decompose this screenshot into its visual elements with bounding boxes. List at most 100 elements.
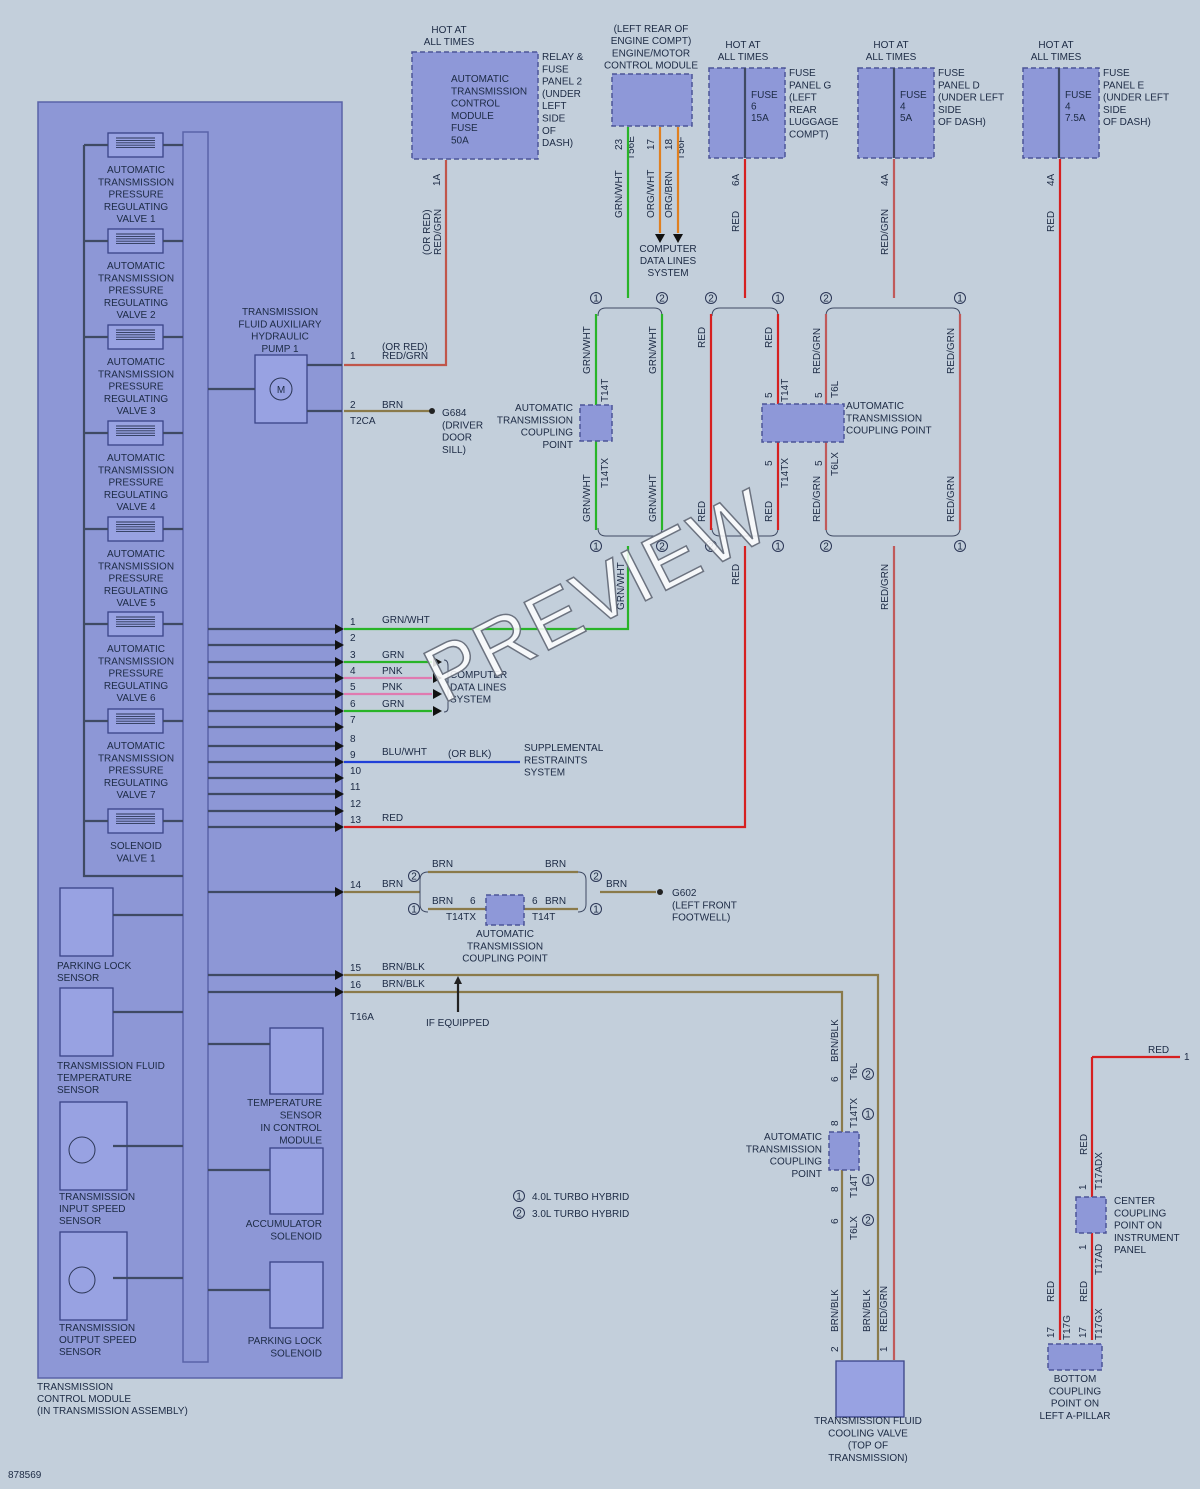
valve-label: PRESSURE xyxy=(108,478,163,489)
coupling-point-label: COUPLING xyxy=(770,1157,822,1168)
branch-wire-label: RED/GRN xyxy=(946,476,957,522)
fuse-panel-fuse_e xyxy=(1022,67,1100,159)
pump-feed-wire-label: RED/GRN xyxy=(382,351,428,362)
bottom-coupling-label: LEFT A-PILLAR xyxy=(1040,1411,1111,1422)
connector-t14t: T14T xyxy=(780,379,791,402)
valve-label: VALVE 4 xyxy=(116,502,156,513)
fuse-panel-label: FUSE xyxy=(1103,68,1130,79)
g684-label: (DRIVER xyxy=(442,420,483,431)
transmission-output-speed-sensor xyxy=(59,1231,128,1321)
tcm-pin-arrow xyxy=(335,773,344,783)
red-wire-label: RED xyxy=(731,564,742,585)
brn-label: BRN xyxy=(545,896,566,907)
output-speed-sensor-label: TRANSMISSION xyxy=(59,1323,135,1334)
option-marker-1 xyxy=(590,540,602,552)
connector-t14t: T14T xyxy=(849,1175,860,1198)
ecm-label: ENGINE COMPT) xyxy=(611,36,692,47)
hot-at-all-times: ALL TIMES xyxy=(1031,52,1082,63)
pin16-wire-label: BRN/BLK xyxy=(382,979,425,990)
fuse-output-pin: 4A xyxy=(1046,173,1057,186)
option-marker-2-num: 2 xyxy=(823,541,829,552)
valve-label: VALVE 1 xyxy=(116,214,156,225)
tcm-pin-16: 16 xyxy=(350,980,362,991)
option-marker-2-num: 2 xyxy=(708,293,714,304)
tcm-pin-2: 2 xyxy=(350,633,356,644)
tcm-pin-arrow xyxy=(335,689,344,699)
option-bracket xyxy=(597,527,663,537)
tcm-pin-arrow xyxy=(335,657,344,667)
tcm-label: TRANSMISSION xyxy=(37,1382,113,1393)
tcm-pin-7: 7 xyxy=(350,715,356,726)
branch-wire-label: GRN/WHT xyxy=(648,326,659,374)
ecm-label: (LEFT REAR OF xyxy=(614,24,689,35)
valve-label: TRANSMISSION xyxy=(98,369,174,380)
valve-label: PRESSURE xyxy=(108,766,163,777)
fuse-label: 15A xyxy=(751,113,769,124)
cds-dest-label: DATA LINES xyxy=(450,682,507,693)
ecm-wire-label: GRN/WHT xyxy=(614,170,625,218)
option-marker-2 xyxy=(590,870,602,882)
cds-dest-label: COMPUTER xyxy=(450,670,507,681)
option-marker-2 xyxy=(820,292,832,304)
hot-at-all-times: HOT AT xyxy=(1038,40,1073,51)
valve-label: TRANSMISSION xyxy=(98,273,174,284)
option-marker-1-num: 1 xyxy=(865,1175,871,1186)
pump-ground-wire-label: BRN xyxy=(382,400,403,411)
connector-t14tx: T14TX xyxy=(780,458,791,488)
relay-panel-label: SIDE xyxy=(542,114,566,125)
valve-label: REGULATING xyxy=(104,490,168,501)
tcm-pin-14: 14 xyxy=(350,880,362,891)
branch-wire-label: RED xyxy=(697,327,708,348)
coupling-point-label: AUTOMATIC xyxy=(846,401,904,412)
ecm-connector: T56E xyxy=(626,136,637,160)
g684-ground xyxy=(429,408,435,414)
parking-lock-sensor xyxy=(59,887,114,957)
valve-label: VALVE 2 xyxy=(116,310,156,321)
valve-label: AUTOMATIC xyxy=(107,261,165,272)
pressure-regulating-valve-5-symbol xyxy=(116,521,155,533)
parking-lock-solenoid-label: PARKING LOCK xyxy=(248,1336,323,1347)
connector-t14tx: T14TX xyxy=(849,1098,860,1128)
input-speed-sensor-label: SENSOR xyxy=(59,1216,101,1227)
fuse-panel-label: SIDE xyxy=(938,105,962,116)
tcm-pin1-grn-wht-wire xyxy=(344,546,630,631)
option-marker-1-num: 1 xyxy=(865,1109,871,1120)
valve-label: PRESSURE xyxy=(108,286,163,297)
hot-at-all-times: ALL TIMES xyxy=(866,52,917,63)
coupling-point-label: TRANSMISSION xyxy=(846,413,922,424)
coupling-pin: 6 xyxy=(470,896,476,907)
option-marker-2-num: 2 xyxy=(411,871,417,882)
valve-label: REGULATING xyxy=(104,202,168,213)
valve-label: PRESSURE xyxy=(108,382,163,393)
tcm-pin-arrow xyxy=(335,887,344,897)
fuse-label: 7.5A xyxy=(1065,113,1086,124)
valve-label: REGULATING xyxy=(104,586,168,597)
coupling-pin: 1 xyxy=(1078,1244,1089,1250)
cds-arrow xyxy=(433,657,442,667)
tcm-pin-1: 1 xyxy=(350,617,356,628)
ecm-pin: 17 xyxy=(646,138,657,150)
tcm-pin-6: 6 xyxy=(350,699,356,710)
legend-marker-2 xyxy=(513,1207,525,1219)
t2ca-connector: T2CA xyxy=(350,416,376,427)
tcm-pin-arrow xyxy=(335,741,344,751)
valve-label: PRESSURE xyxy=(108,669,163,680)
option-marker-2 xyxy=(862,1214,874,1226)
relay-panel-wire-alt: (OR RED) xyxy=(422,209,433,255)
coupling-pin: 5 xyxy=(764,460,775,466)
option-marker-2 xyxy=(408,870,420,882)
hot-at-all-times: HOT AT xyxy=(431,25,466,36)
output-speed-sensor-label: SENSOR xyxy=(59,1347,101,1358)
pressure-regulating-valve-7-symbol xyxy=(116,713,155,725)
valve-label: REGULATING xyxy=(104,778,168,789)
fuse-panel-label: (UNDER LEFT xyxy=(1103,93,1169,104)
tcm-pin-arrow xyxy=(335,806,344,816)
pressure-regulating-valve-2-symbol xyxy=(116,233,155,245)
coupling-pin: 6 xyxy=(830,1076,841,1082)
option-marker-2-num: 2 xyxy=(659,293,665,304)
pump-motor-letter: M xyxy=(277,385,285,396)
center-coupling-label: COUPLING xyxy=(1114,1208,1166,1219)
branch-wire-label: RED/GRN xyxy=(812,476,823,522)
ecm-wire-label: ORG/BRN xyxy=(664,171,675,218)
